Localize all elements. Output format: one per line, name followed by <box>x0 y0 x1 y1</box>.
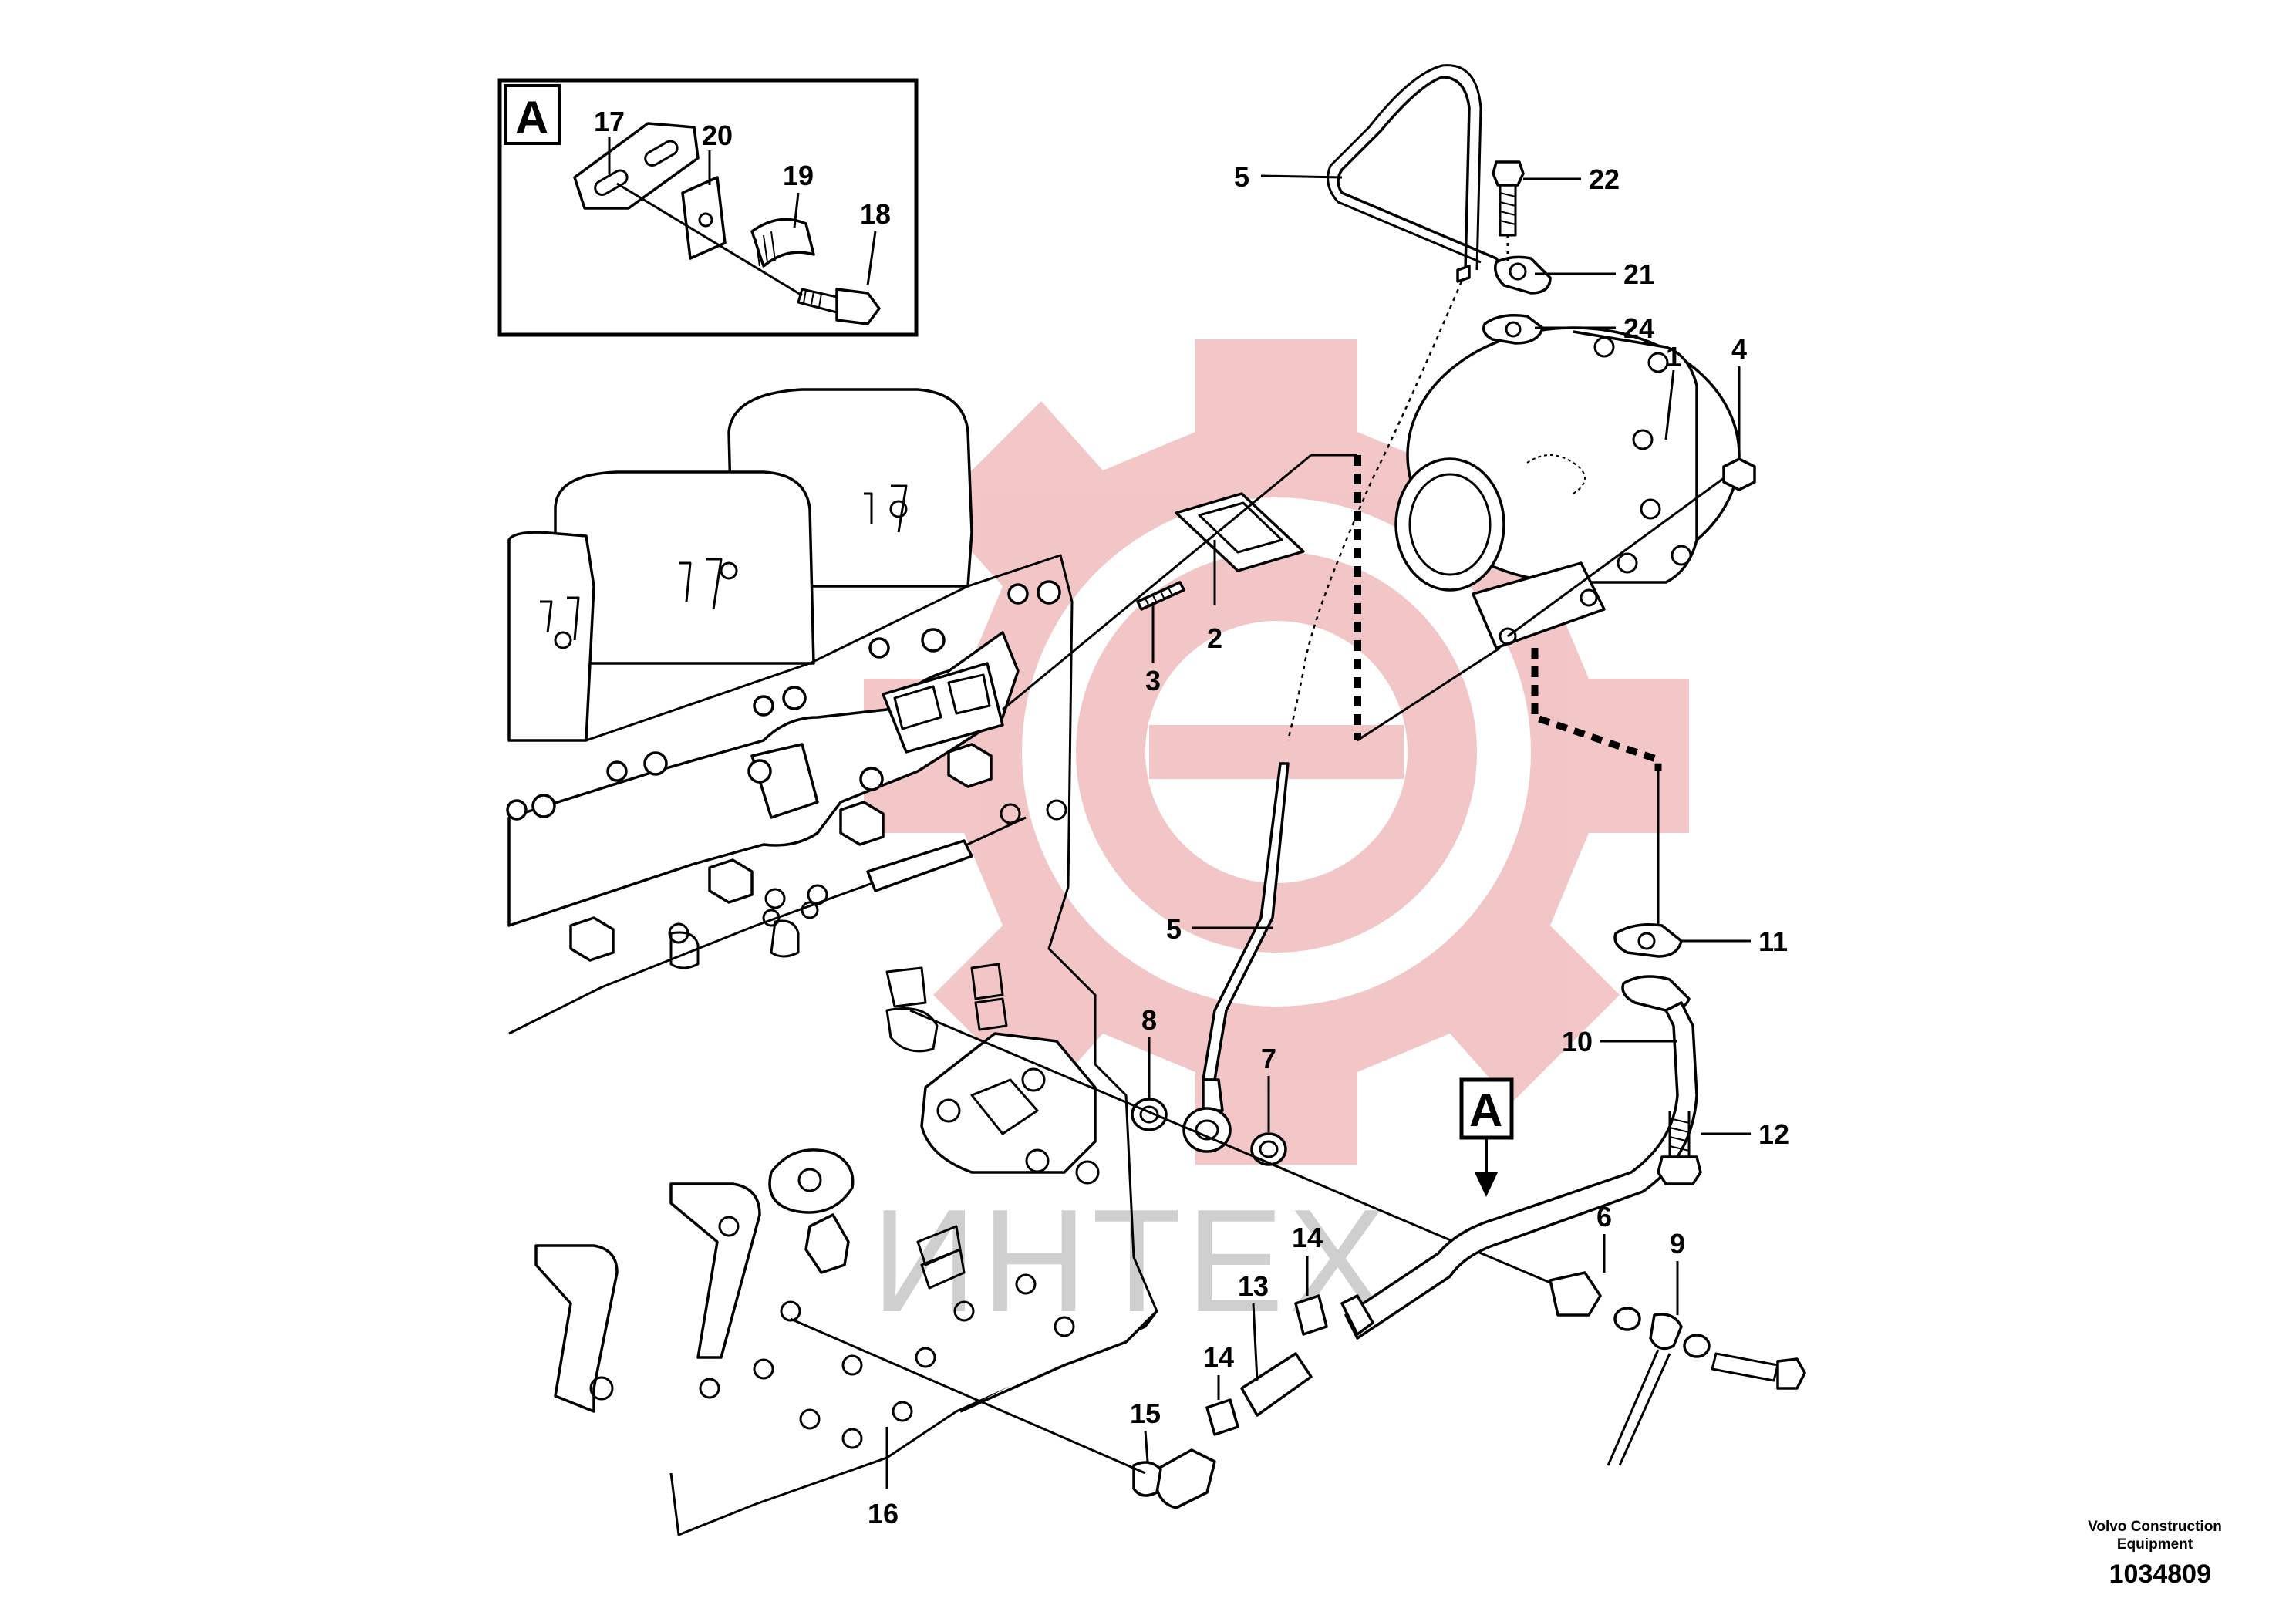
callout-24: 24 <box>1623 312 1654 344</box>
callout-22: 22 <box>1589 164 1620 195</box>
callout-17: 17 <box>594 106 625 137</box>
callout-numbers: 1 2 3 4 5 5 6 7 8 9 10 11 12 13 14 14 15… <box>594 106 1789 1529</box>
callout-leaders <box>885 174 1751 1489</box>
callout-5-lower: 5 <box>1166 913 1182 945</box>
oil-feed-pipe <box>909 64 1582 1297</box>
callout-15: 15 <box>1130 1398 1161 1429</box>
callout-6: 6 <box>1596 1201 1612 1233</box>
callout-9: 9 <box>1670 1228 1685 1259</box>
turbocharger <box>1002 326 1756 941</box>
detail-marker-a: A <box>1469 1084 1502 1136</box>
oil-return-pipe: A <box>790 923 1806 1509</box>
callout-2: 2 <box>1207 622 1222 654</box>
callout-16: 16 <box>868 1498 899 1529</box>
callout-3: 3 <box>1145 665 1161 696</box>
brand-caption: Volvo Construction Equipment <box>2088 1519 2222 1553</box>
callout-13: 13 <box>1238 1270 1269 1302</box>
drawing-number: 1034809 <box>2109 1560 2211 1589</box>
callout-10: 10 <box>1562 1026 1593 1057</box>
callout-5-upper: 5 <box>1234 161 1249 193</box>
callout-8: 8 <box>1141 1004 1157 1036</box>
callout-11: 11 <box>1758 926 1788 957</box>
callout-19: 19 <box>783 160 814 191</box>
detail-view-a: A <box>497 78 919 337</box>
engine-block <box>506 388 1158 1536</box>
callout-14-upper: 14 <box>1292 1222 1323 1253</box>
callout-21: 21 <box>1623 258 1654 290</box>
callout-14-lower: 14 <box>1203 1341 1234 1373</box>
detail-view-label: A <box>515 92 548 143</box>
callout-7: 7 <box>1261 1043 1276 1074</box>
callout-4: 4 <box>1731 333 1747 365</box>
callout-20: 20 <box>702 120 733 151</box>
callout-1: 1 <box>1666 341 1681 373</box>
callout-18: 18 <box>860 198 891 230</box>
callout-12: 12 <box>1758 1118 1789 1150</box>
